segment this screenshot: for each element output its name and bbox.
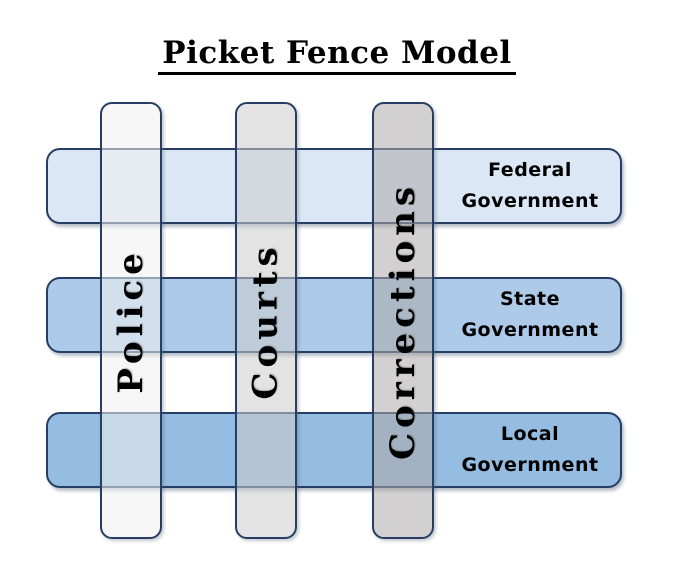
- picket-label-corrections: Corrections: [383, 181, 423, 460]
- rail-label-state: State Government: [461, 288, 599, 341]
- picket-courts: Courts: [235, 102, 297, 539]
- picket-corrections: Corrections: [372, 102, 434, 539]
- rail-label-local: Local Government: [461, 423, 599, 476]
- page-title-text: Picket Fence Model: [158, 35, 516, 76]
- picket-label-courts: Courts: [246, 241, 286, 400]
- picket-label-police: Police: [111, 247, 151, 394]
- picket-police: Police: [100, 102, 162, 539]
- page-title: Picket Fence Model: [0, 34, 674, 76]
- rail-label-federal: Federal Government: [461, 159, 599, 212]
